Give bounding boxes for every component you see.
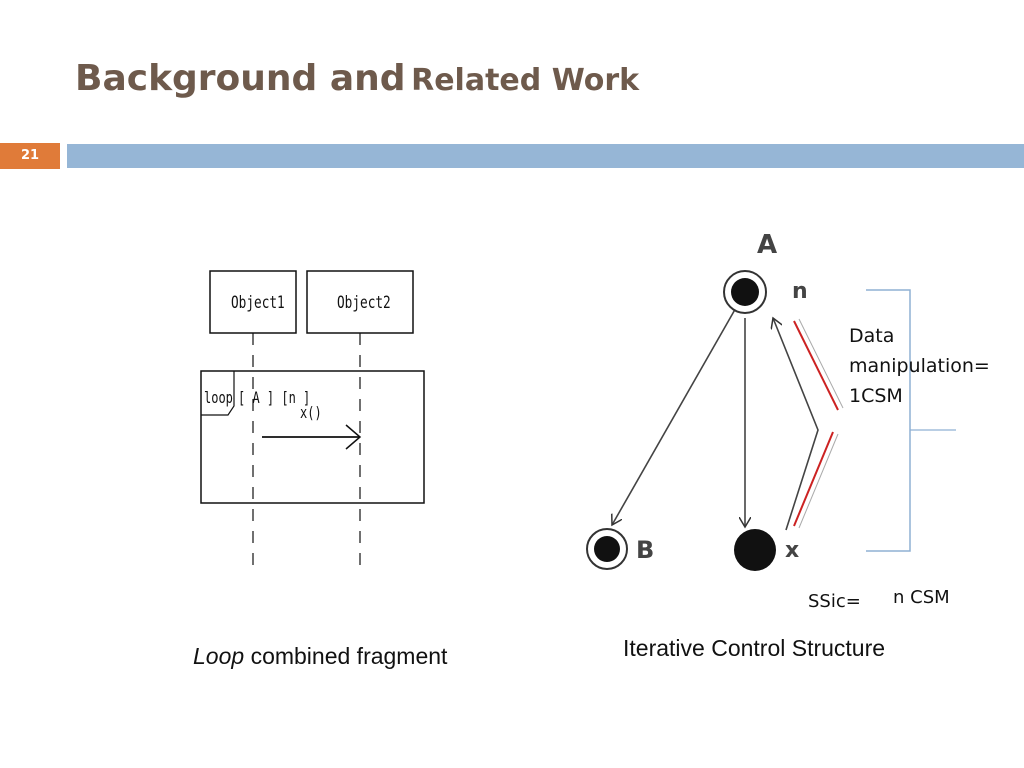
- title-part2: Related Work: [411, 63, 640, 98]
- title-part1: Background and: [75, 58, 406, 99]
- edge-x-back-to-a: [773, 318, 819, 531]
- loop-operator-label: loop: [204, 388, 233, 407]
- header-band: [67, 144, 1024, 168]
- caption-rest: combined fragment: [250, 643, 448, 669]
- dm-line-2: manipulation=: [849, 355, 990, 377]
- red-marker-upper-1: [793, 320, 839, 411]
- loop-fragment-frame: [200, 370, 425, 504]
- dm-line-3: 1CSM: [849, 385, 903, 407]
- sequence-caption: Loop combined fragment: [193, 643, 447, 670]
- slide-number: 21: [0, 143, 60, 169]
- message-arrowhead: [345, 424, 362, 450]
- object2-box: [306, 270, 414, 334]
- message-label: x(): [300, 403, 322, 422]
- caption-italic: Loop: [193, 643, 245, 669]
- red-marker-lower-1: [793, 431, 834, 527]
- ssic-value: n CSM: [893, 587, 950, 608]
- dm-line-1: Data: [849, 325, 895, 347]
- node-x: [734, 529, 776, 571]
- node-b-label: B: [636, 536, 655, 564]
- node-a-label: A: [757, 230, 778, 260]
- loop-count-label: n: [792, 279, 808, 304]
- object2-label: Object2: [337, 293, 391, 313]
- object1-label: Object1: [231, 293, 285, 313]
- data-manipulation-label: Data manipulation= 1CSM: [849, 321, 990, 411]
- object1-box: [209, 270, 297, 334]
- edge-a-to-b: [612, 305, 738, 525]
- red-marker-lower-2: [798, 433, 839, 529]
- node-a: [731, 278, 759, 306]
- red-marker-upper-2: [798, 318, 844, 409]
- node-b: [594, 536, 620, 562]
- slide-title: Background and Related Work: [75, 58, 639, 99]
- node-x-label: x: [785, 538, 800, 563]
- control-structure-caption: Iterative Control Structure: [623, 635, 886, 661]
- loop-operator-pentagon: [201, 371, 235, 416]
- data-manipulation-bracket: [866, 289, 911, 552]
- loop-guard-label: [ A ] [n ]: [238, 388, 311, 407]
- ssic-label: SSic=: [808, 591, 861, 612]
